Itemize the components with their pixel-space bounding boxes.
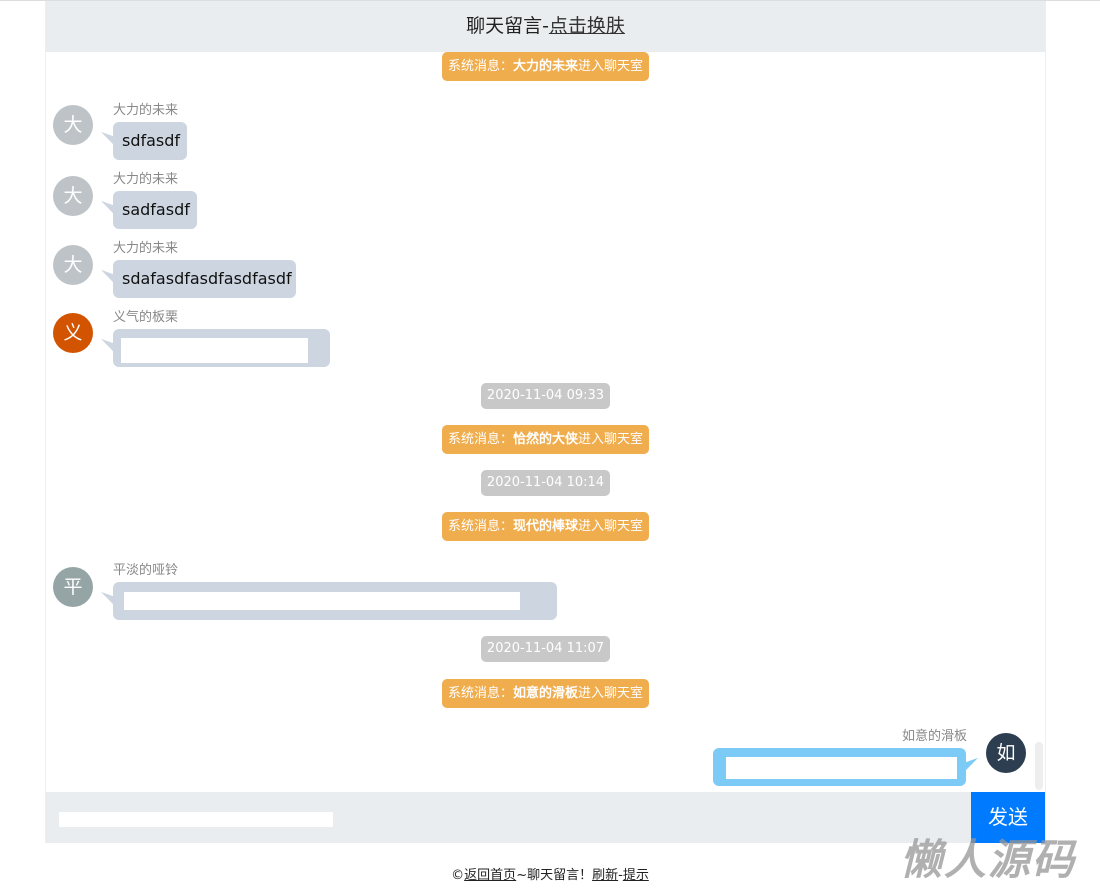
footer: ©返回首页~聊天留言！刷新-提示 <box>0 864 1100 883</box>
avatar: 大 <box>53 105 93 145</box>
send-button[interactable]: 发送 <box>971 792 1045 843</box>
avatar: 平 <box>53 567 93 607</box>
chat-window: 聊天留言-点击换肤 系统消息：大力的未来进入聊天室 大 大力的未来 sdfasd… <box>45 1 1046 843</box>
system-message: 系统消息：大力的未来进入聊天室 <box>46 52 1045 81</box>
avatar: 大 <box>53 176 93 216</box>
redacted-content <box>726 757 957 779</box>
avatar: 义 <box>53 313 93 353</box>
home-link[interactable]: 返回首页 <box>464 868 517 883</box>
chat-bubble <box>113 582 557 620</box>
timestamp: 2020-11-04 10:14 <box>46 470 1045 496</box>
top-border <box>0 0 1100 1</box>
chat-bubble: sdfasdf <box>113 122 187 160</box>
chat-bubble: sdafasdfasdfasdfasdf <box>113 260 296 298</box>
avatar: 大 <box>53 245 93 285</box>
redacted-input-text <box>59 812 333 827</box>
timestamp: 2020-11-04 09:33 <box>46 383 1045 409</box>
chat-bubble: sadfasdf <box>113 191 197 229</box>
chat-header: 聊天留言-点击换肤 <box>46 1 1045 52</box>
sender-name: 义气的板栗 <box>113 310 179 325</box>
sender-name: 大力的未来 <box>113 241 179 256</box>
my-chat-bubble <box>713 748 966 786</box>
page-title: 聊天留言- <box>466 15 549 37</box>
tip-link[interactable]: 提示 <box>622 868 649 883</box>
chat-bubble <box>113 329 330 367</box>
system-message: 系统消息：如意的滑板进入聊天室 <box>46 679 1045 708</box>
message-input[interactable] <box>46 792 971 843</box>
footer-sep: - <box>618 868 623 883</box>
footer-text: ~聊天留言！ <box>516 868 593 883</box>
sender-name: 大力的未来 <box>113 172 179 187</box>
avatar: 如 <box>986 733 1026 773</box>
sender-name: 大力的未来 <box>113 103 179 118</box>
copyright: © <box>451 868 465 883</box>
system-message: 系统消息：恰然的大侠进入聊天室 <box>46 425 1045 454</box>
sender-name: 如意的滑板 <box>901 729 967 744</box>
timestamp: 2020-11-04 11:07 <box>46 636 1045 662</box>
refresh-link[interactable]: 刷新 <box>592 868 619 883</box>
redacted-content <box>124 592 520 610</box>
scrollbar[interactable] <box>1035 742 1043 790</box>
redacted-content <box>121 338 308 363</box>
watermark: 懒人源码 <box>900 835 1077 884</box>
sender-name: 平淡的哑铃 <box>113 563 179 578</box>
system-message: 系统消息：现代的棒球进入聊天室 <box>46 512 1045 541</box>
change-skin-link[interactable]: 点击换肤 <box>548 15 625 37</box>
